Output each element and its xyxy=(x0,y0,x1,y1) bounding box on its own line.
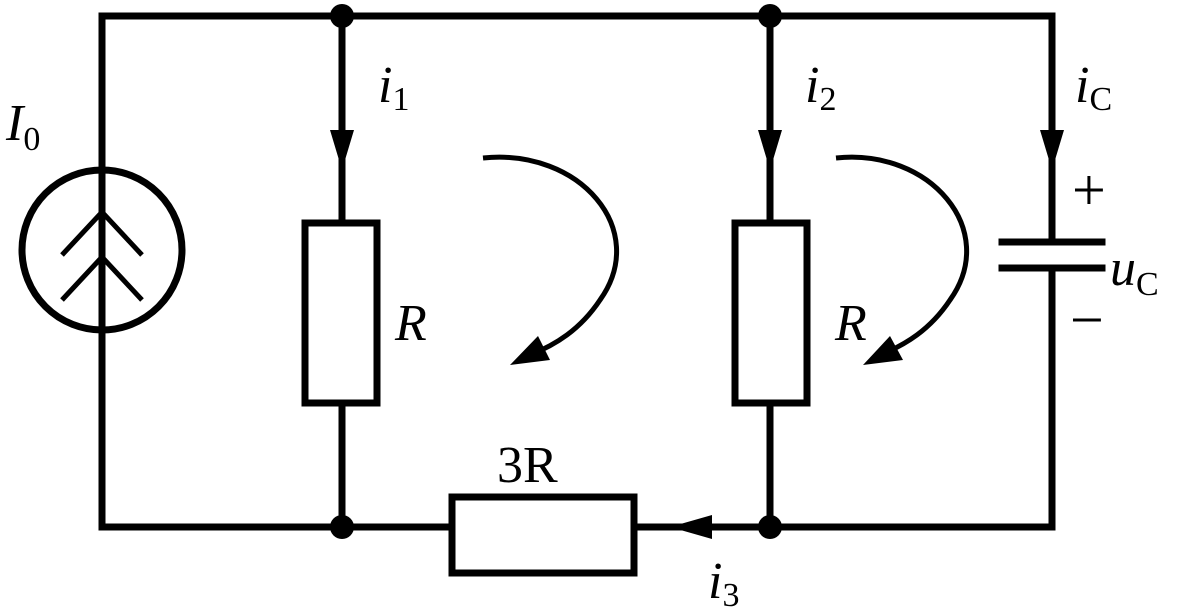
node-top-right xyxy=(758,4,782,28)
capacitor-minus: − xyxy=(1070,287,1104,353)
mesh-loop-right-arrowhead xyxy=(863,336,903,365)
capacitor-voltage-label: uC xyxy=(1110,240,1159,303)
resistor-bottom-label: 3R xyxy=(497,437,558,494)
ic-arrow xyxy=(1040,130,1064,170)
i1-label: i1 xyxy=(378,57,409,118)
node-bottom-right xyxy=(758,515,782,539)
node-top-left xyxy=(330,4,354,28)
i3-label: i3 xyxy=(708,553,739,612)
wires xyxy=(98,12,1056,531)
ic-label: iC xyxy=(1075,57,1112,118)
resistor-left-label: R xyxy=(394,295,427,352)
junction-nodes xyxy=(330,4,782,539)
capacitor xyxy=(998,238,1106,272)
source-label: I0 xyxy=(5,95,40,158)
resistor-bottom xyxy=(448,493,638,577)
mesh-loop-left-arrowhead xyxy=(510,336,550,365)
capacitor-plus: + xyxy=(1072,157,1106,223)
mesh-loop-left xyxy=(482,154,620,365)
resistor-mid-label: R xyxy=(834,295,867,352)
node-bottom-left xyxy=(330,515,354,539)
resistor-mid xyxy=(731,219,811,407)
i2-arrow xyxy=(758,130,782,170)
resistor-left xyxy=(301,219,381,407)
mesh-loop-right xyxy=(835,154,970,365)
i2-label: i2 xyxy=(805,57,836,118)
i3-arrow xyxy=(670,515,712,539)
i1-arrow xyxy=(330,130,354,170)
current-source xyxy=(18,166,186,334)
